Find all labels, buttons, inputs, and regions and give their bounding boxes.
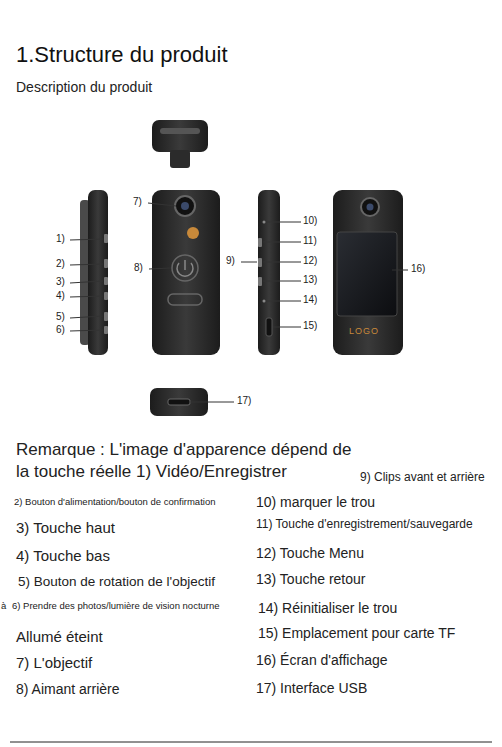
subtitle: Description du produit <box>16 79 152 95</box>
part-description: 15) Emplacement pour carte TF <box>258 625 455 641</box>
part-description: 16) Écran d'affichage <box>256 652 388 668</box>
part-description: 2) Bouton d'alimentation/bouton de confi… <box>14 497 215 508</box>
part-description: 14) Réinitialiser le trou <box>258 600 397 616</box>
part-description: 12) Touche Menu <box>256 545 364 561</box>
callout-number: 8) <box>134 262 143 274</box>
part-description: 9) Clips avant et arrière <box>360 471 485 485</box>
top-view <box>152 120 208 168</box>
callout-number: 16) <box>411 263 425 275</box>
page-title: 1.Structure du produit <box>16 42 228 67</box>
leader-lines <box>70 203 408 402</box>
callout-number: 4) <box>56 290 65 302</box>
logo-text: LOGO <box>349 326 379 336</box>
callout-number: 17) <box>237 395 251 407</box>
callout-number: 7) <box>133 196 142 208</box>
right-side-view <box>258 190 280 355</box>
callout-number: 5) <box>56 311 65 323</box>
callout-number: 1) <box>56 233 65 245</box>
callout-number: 14) <box>303 294 317 306</box>
part-description: 4) Touche bas <box>16 547 110 564</box>
back-view <box>333 190 403 355</box>
part-description: 8) Aimant arrière <box>16 681 119 697</box>
callout-number: 6) <box>56 324 65 336</box>
callout-number: 10) <box>303 215 317 227</box>
part-description: 6) Prendre des photos/lumière de vision … <box>12 601 220 612</box>
part-description: 10) marquer le trou <box>256 494 375 510</box>
part-description: 11) Touche d'enregistrement/sauvegarde <box>256 518 473 532</box>
part-description: 17) Interface USB <box>256 680 367 696</box>
callout-number: 12) <box>303 255 317 267</box>
bottom-rule <box>10 742 492 743</box>
part-description: 3) Touche haut <box>16 519 115 536</box>
callout-number: 3) <box>56 276 65 288</box>
callout-number: 13) <box>303 274 317 286</box>
front-view <box>152 190 220 355</box>
remark-note: Remarque : L'image d'apparence dépend de… <box>16 439 362 483</box>
part-description: 13) Touche retour <box>256 571 365 587</box>
part-description: 5) Bouton de rotation de l'objectif <box>18 574 215 590</box>
callout-number: 15) <box>303 320 317 332</box>
part-description: Allumé éteint <box>16 628 103 645</box>
callout-number: 2) <box>56 258 65 270</box>
part-description: 7) L'objectif <box>16 654 92 671</box>
callout-number: 11) <box>303 235 317 247</box>
callout-number: 9) <box>226 255 235 267</box>
stray-text: à <box>1 601 6 612</box>
